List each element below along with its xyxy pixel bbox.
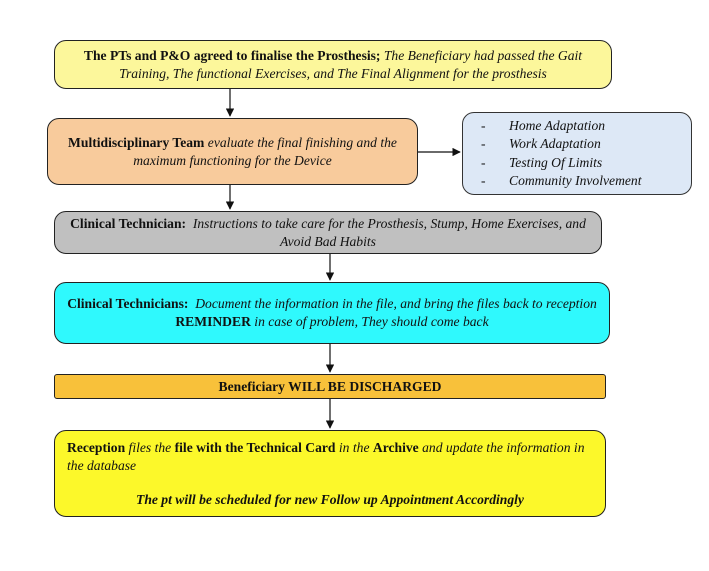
agreement-italic-text: The Beneficiary had passed the Gait Trai… bbox=[119, 47, 583, 81]
discharge-text: Beneficiary WILL BE DISCHARGED bbox=[218, 378, 442, 394]
team-bold-text: Multidisciplinary Team bbox=[68, 134, 205, 150]
reception-italic-2: in the bbox=[338, 439, 370, 455]
reception-node: Reception files the file with the Techni… bbox=[54, 430, 606, 517]
list-item-label: Community Involvement bbox=[509, 173, 642, 188]
list-dash: - bbox=[481, 136, 486, 151]
list-item-label: Home Adaptation bbox=[509, 117, 606, 133]
team-text: Multidisciplinary Team evaluate the fina… bbox=[62, 134, 403, 170]
list-dash: - bbox=[481, 173, 486, 188]
followup-text: The pt will be scheduled for new Follow … bbox=[136, 491, 524, 507]
reception-bold-3: Archive bbox=[372, 439, 419, 455]
instructions-bold-text: Clinical Technician: bbox=[70, 215, 187, 231]
list-item: - Home Adaptation bbox=[481, 117, 679, 136]
reminder-text: REMINDER in case of problem, They should… bbox=[63, 313, 601, 331]
list-item: - Community Involvement bbox=[481, 172, 679, 191]
list-item: - Work Adaptation bbox=[481, 135, 679, 154]
list-dash: - bbox=[481, 154, 486, 170]
team-node: Multidisciplinary Team evaluate the fina… bbox=[47, 118, 418, 185]
list-item: - Testing Of Limits bbox=[481, 154, 679, 173]
discharge-node: Beneficiary WILL BE DISCHARGED bbox=[54, 374, 606, 399]
document-italic-text: Document the information in the file, an… bbox=[195, 296, 597, 311]
list-dash: - bbox=[481, 117, 486, 133]
agreement-bold-text: The PTs and P&O agreed to finalise the P… bbox=[83, 47, 381, 63]
reception-bold-2: file with the Technical Card bbox=[174, 439, 336, 455]
reception-bold-1: Reception bbox=[67, 439, 126, 455]
agreement-node: The PTs and P&O agreed to finalise the P… bbox=[54, 40, 612, 89]
list-item-label: Testing Of Limits bbox=[509, 154, 603, 170]
agreement-text: The PTs and P&O agreed to finalise the P… bbox=[63, 47, 603, 83]
reception-italic-1: files the bbox=[128, 439, 172, 455]
instructions-italic-text: Instructions to take care for the Prosth… bbox=[192, 215, 586, 249]
team-italic-text: evaluate the final finishing and the max… bbox=[133, 134, 397, 168]
adaptation-node: - Home Adaptation - Work Adaptation - Testi… bbox=[462, 112, 692, 195]
instructions-node: Clinical Technician: Instructions to tak… bbox=[54, 211, 602, 254]
document-node: Clinical Technicians: Document the infor… bbox=[54, 282, 610, 344]
document-bold-text: Clinical Technicians: bbox=[67, 296, 189, 311]
list-item-label: Work Adaptation bbox=[509, 136, 601, 151]
reminder-italic-text: in case of problem, They should come bac… bbox=[254, 314, 489, 329]
reminder-bold-text: REMINDER bbox=[175, 314, 251, 329]
reception-text: Reception files the file with the Techni… bbox=[67, 439, 593, 475]
document-text: Clinical Technicians: Document the infor… bbox=[63, 295, 601, 313]
adaptation-list: - Home Adaptation - Work Adaptation - Testi… bbox=[481, 117, 679, 191]
instructions-text: Clinical Technician: Instructions to tak… bbox=[63, 215, 593, 251]
reception-italic-3: and update the information in the databa… bbox=[67, 439, 585, 473]
